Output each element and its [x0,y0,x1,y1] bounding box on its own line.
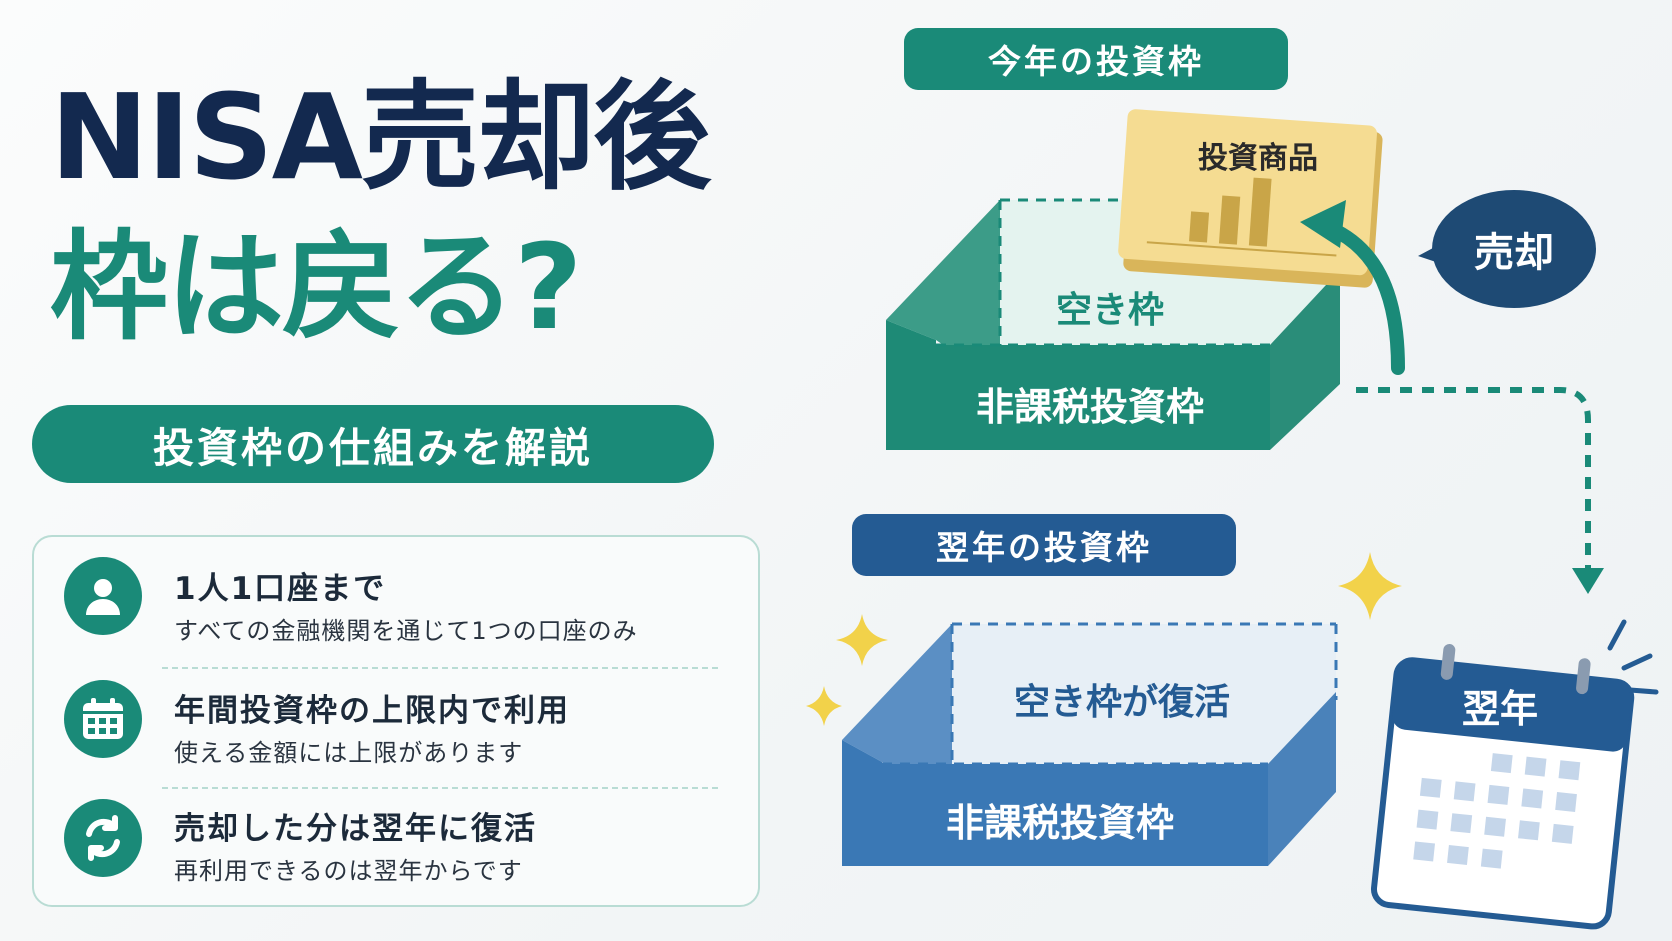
point-desc-2: 使える金額には上限があります [174,739,524,767]
empty-slot-label: 空き枠 [1056,290,1164,331]
point-title-2: 年間投資枠の上限内で利用 [174,693,570,729]
box-left-wall [842,624,952,792]
point-title-1: 1人1口座まで [174,571,387,607]
tax-free-box-label: 非課税投資枠 [976,385,1204,429]
sell-bubble-tail [1418,240,1448,266]
sell-arrow-head [1300,200,1346,248]
tax-free-box-next-label: 非課税投資枠 [946,801,1174,845]
calendar-icon [1370,643,1635,930]
point-title-3: 売却した分は翌年に復活 [174,811,537,847]
title-line-1: NISA売却後 [50,68,711,206]
box-left-wall [886,200,1000,384]
sell-bubble: 売却 [1432,190,1596,308]
box-front-wall [886,320,1270,450]
sell-arrow [1323,221,1405,375]
title-line-2: 枠は戻る? [50,218,582,356]
this-year-tag: 今年の投資枠 [904,28,1288,90]
point-desc-3: 再利用できるのは翌年からです [174,857,523,885]
restored-slot-label: 空き枠が復活 [1014,682,1230,723]
calendar-label: 翌年 [1462,687,1538,731]
subtitle-pill: 投資枠の仕組みを解説 [32,405,714,483]
point-desc-1: すべての金融機関を通じて1つの口座のみ [174,617,638,645]
sparkle-icon [806,686,842,726]
box-right-wall [1268,692,1336,866]
divider [162,787,718,789]
box-front-wall [842,740,1268,866]
product-card [1118,109,1383,288]
sparkle-icon [1338,552,1402,620]
divider [162,667,718,669]
next-year-arrow-head [1572,568,1604,594]
next-year-arrow [1356,387,1591,572]
emphasis-lines [1607,619,1659,695]
refresh-icon [64,799,142,877]
person-icon [64,557,142,635]
sparkle-icon [836,614,888,666]
points-card: 1人1口座まで すべての金融機関を通じて1つの口座のみ 年間投資枠の上限内で利用… [32,535,760,907]
product-card-label: 投資商品 [1198,141,1318,176]
box-right-wall [1270,270,1340,450]
calendar-icon [64,680,142,758]
box-back-wall [952,624,1336,792]
next-year-tag: 翌年の投資枠 [852,514,1236,576]
